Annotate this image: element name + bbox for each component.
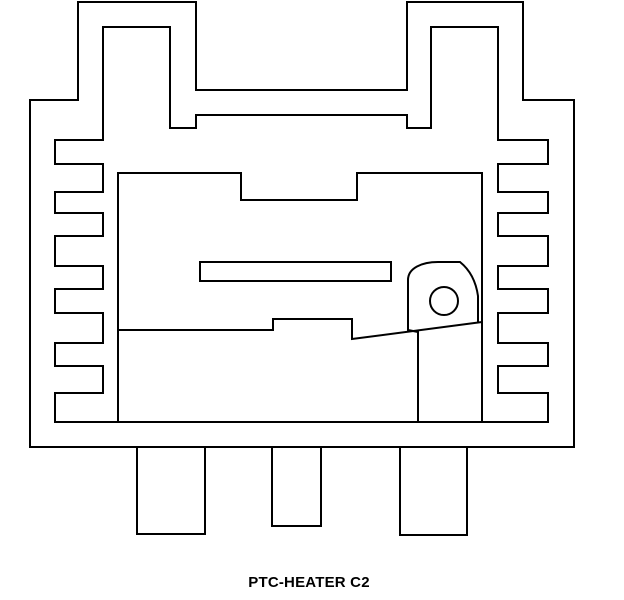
terminal-slot — [199, 261, 392, 282]
diagram-caption: PTC-HEATER C2 — [248, 574, 370, 591]
terminal-divider — [118, 318, 483, 341]
pin-middle — [271, 447, 322, 527]
connector-cavity — [117, 172, 483, 422]
latch-arm — [407, 261, 479, 422]
latch-hole — [429, 286, 459, 316]
pin-left — [136, 447, 206, 535]
connector-inner-housing — [54, 26, 549, 423]
pin-right — [399, 447, 468, 536]
connector-outer-housing — [29, 1, 575, 448]
